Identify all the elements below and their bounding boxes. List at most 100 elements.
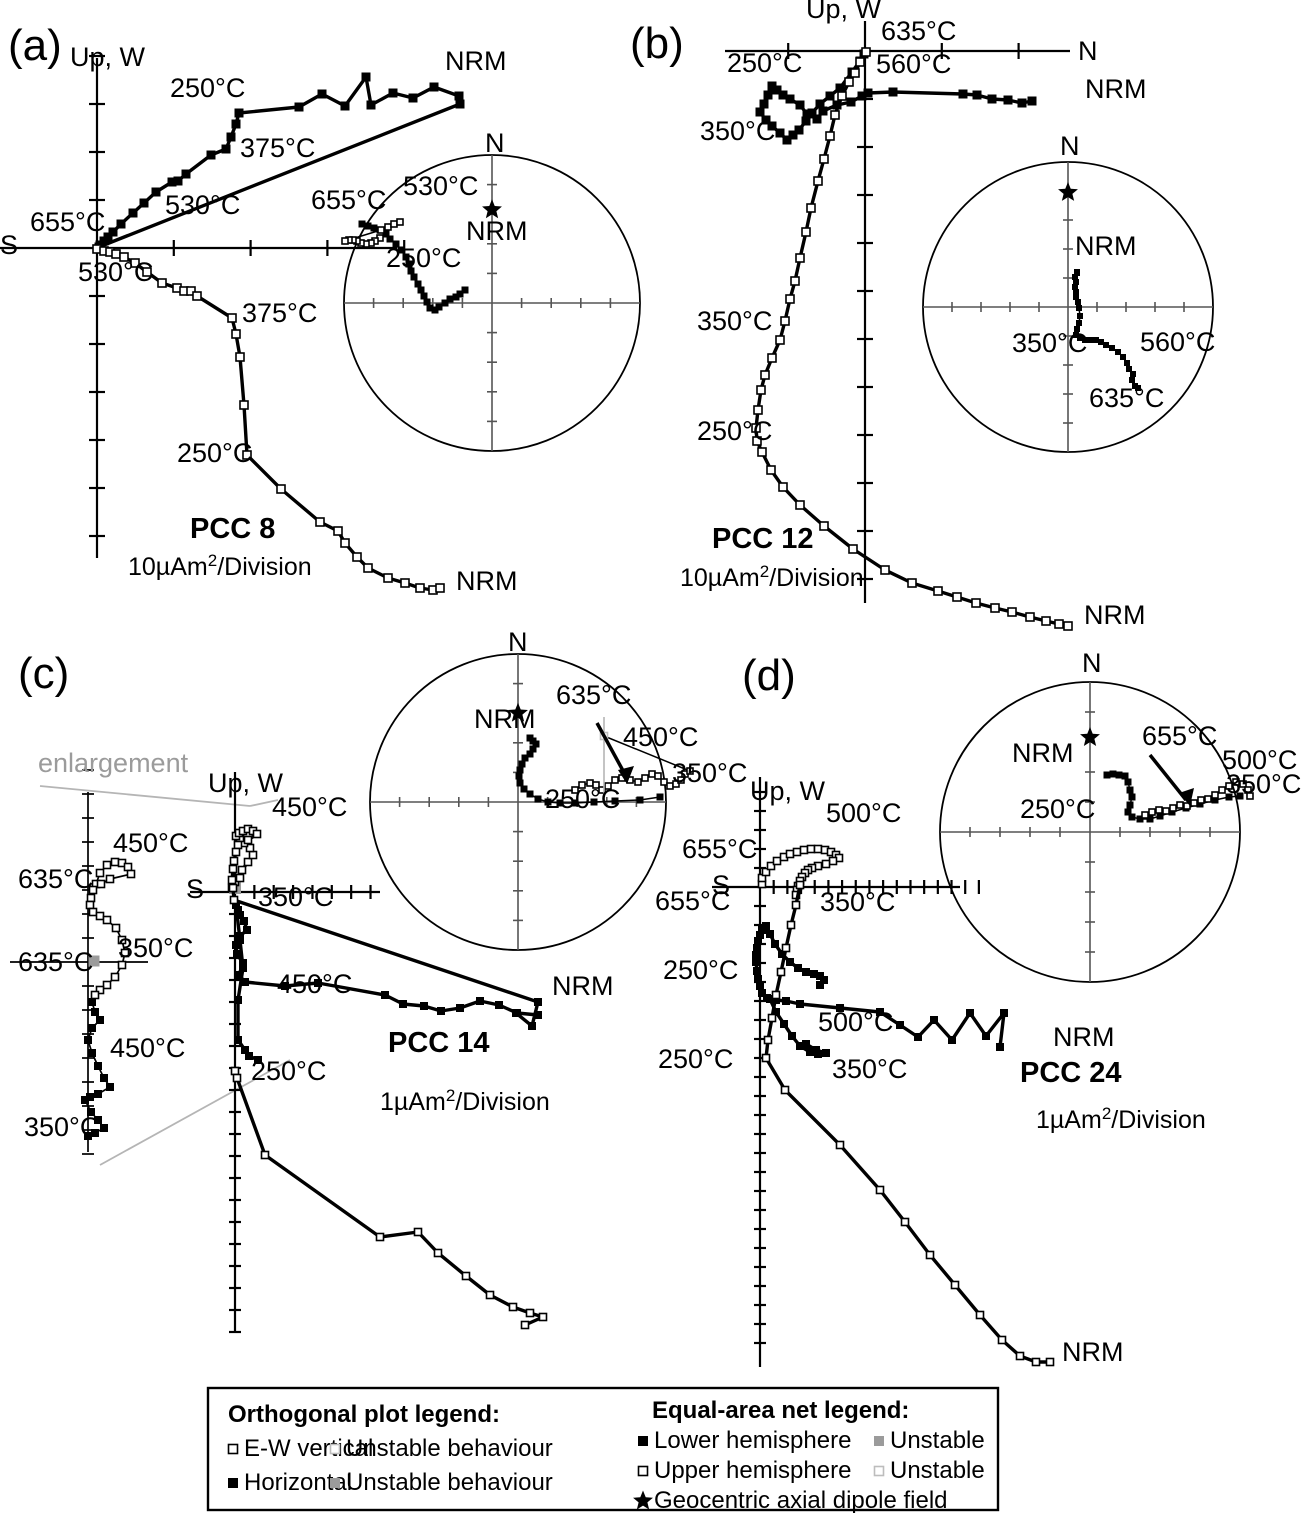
data-point-open xyxy=(227,313,237,323)
data-point-open xyxy=(761,1053,771,1063)
data-point-filled xyxy=(825,91,835,101)
data-point-filled xyxy=(1000,1009,1008,1017)
legend-orthogonal-item-3: Unstable behaviour xyxy=(346,1469,553,1496)
data-point-filled xyxy=(836,1004,844,1012)
panel-d-annotation-8: NRM xyxy=(1053,1022,1115,1052)
data-point-open xyxy=(235,873,245,883)
data-point-filled xyxy=(753,967,761,975)
panel-c-enlargement-annotation-2: 635°C xyxy=(18,864,93,894)
data-point-filled xyxy=(151,187,161,197)
data-point-filled xyxy=(1129,377,1135,383)
data-point-filled xyxy=(234,108,244,118)
data-point-filled xyxy=(822,1049,830,1057)
data-point-filled xyxy=(876,1008,884,1016)
data-point-filled xyxy=(441,299,449,307)
data-point-open xyxy=(433,1248,443,1258)
data-point-filled xyxy=(410,273,418,281)
data-point-open xyxy=(276,484,286,494)
panel-b-units-label: 10µAm2/Division xyxy=(680,562,864,593)
data-point-open xyxy=(95,911,105,921)
data-point-filled xyxy=(857,91,867,101)
data-point-filled xyxy=(88,1024,96,1032)
data-point-filled xyxy=(816,981,824,989)
data-point-filled xyxy=(815,99,825,109)
data-point-filled xyxy=(446,295,454,303)
data-point-open xyxy=(85,900,95,910)
data-point-open xyxy=(766,861,776,871)
data-point-open xyxy=(790,276,800,286)
data-point-open xyxy=(102,980,112,990)
data-point-filled xyxy=(516,766,524,774)
data-point-filled xyxy=(128,208,138,218)
data-point-open xyxy=(813,176,823,186)
data-point-filled xyxy=(1130,371,1136,377)
data-point-open xyxy=(641,774,649,782)
data-point-filled xyxy=(226,132,236,142)
data-point-filled xyxy=(364,222,372,230)
data-point-open xyxy=(461,1271,471,1281)
data-point-open xyxy=(604,782,612,790)
panel-c-arrow-head-icon xyxy=(618,766,634,784)
data-point-filled xyxy=(234,996,242,1004)
data-point-open xyxy=(880,565,890,575)
data-point-open xyxy=(352,552,362,562)
data-point-open xyxy=(384,223,392,231)
data-point-filled xyxy=(84,1036,92,1044)
data-point-filled xyxy=(314,979,322,987)
data-point-open xyxy=(780,316,790,326)
data-point-open xyxy=(315,517,325,527)
data-point-filled xyxy=(358,220,366,228)
data-point-filled xyxy=(1115,349,1121,355)
data-point-open xyxy=(90,990,100,1000)
data-point-filled xyxy=(1073,289,1079,295)
data-point-open xyxy=(763,1035,773,1045)
data-point-filled xyxy=(1121,772,1129,780)
data-point-open xyxy=(848,544,858,554)
data-point-filled xyxy=(370,224,378,232)
data-point-open xyxy=(821,859,831,869)
data-point-open xyxy=(243,835,253,845)
panel-c-net-annotation-2: 635°C xyxy=(556,680,631,710)
data-point-filled xyxy=(1074,326,1080,332)
data-point-open xyxy=(819,521,829,531)
data-point-filled xyxy=(94,1116,102,1124)
panel-b-annotation-4: 350°C xyxy=(697,306,772,336)
data-point-gray xyxy=(874,1436,884,1446)
data-point-open xyxy=(227,875,237,885)
data-point-open xyxy=(900,1217,910,1227)
panel-c-enlargement-annotation-6: 350°C xyxy=(24,1112,99,1142)
panel-c-enlargement-annotation-0: enlargement xyxy=(38,748,189,778)
data-point-filled xyxy=(399,1000,407,1008)
data-point-open xyxy=(235,352,245,362)
data-point-open xyxy=(88,907,98,917)
panel-d-annotation-0: 500°C xyxy=(826,798,901,828)
data-point-open xyxy=(785,294,795,304)
legend-equal-area-item-1: Unstable xyxy=(890,1427,985,1454)
data-point-open xyxy=(110,857,120,867)
data-point-filled xyxy=(782,135,792,145)
data-point-filled xyxy=(1072,274,1078,280)
panel-a-net-annotation-1: 530°C xyxy=(403,171,478,201)
panel-b-annotation-7: NRM xyxy=(1084,600,1146,630)
data-point-open xyxy=(117,960,127,970)
data-point-filled xyxy=(88,998,96,1006)
data-point-filled xyxy=(521,754,529,762)
panel-a-annotation-6: 250°C xyxy=(177,438,252,468)
data-point-filled xyxy=(388,88,398,98)
data-point-filled xyxy=(571,799,579,807)
data-point-filled xyxy=(796,1000,804,1008)
data-point-filled xyxy=(245,1052,253,1060)
data-point-filled xyxy=(1027,96,1037,106)
legend-box xyxy=(206,1386,1000,1512)
enlargement-leader-bottom xyxy=(99,1059,291,1166)
data-point-filled xyxy=(408,93,418,103)
data-point-filled xyxy=(1103,771,1111,779)
data-point-open xyxy=(1162,807,1170,815)
data-point-filled xyxy=(233,950,241,958)
panel-d-annotation-1: 655°C xyxy=(682,834,757,864)
panel-c-annotation-3: 250°C xyxy=(251,1056,326,1086)
data-point-filled xyxy=(752,958,760,966)
data-point-filled xyxy=(611,797,619,805)
data-point-open xyxy=(819,154,829,164)
data-point-filled xyxy=(1236,792,1244,800)
